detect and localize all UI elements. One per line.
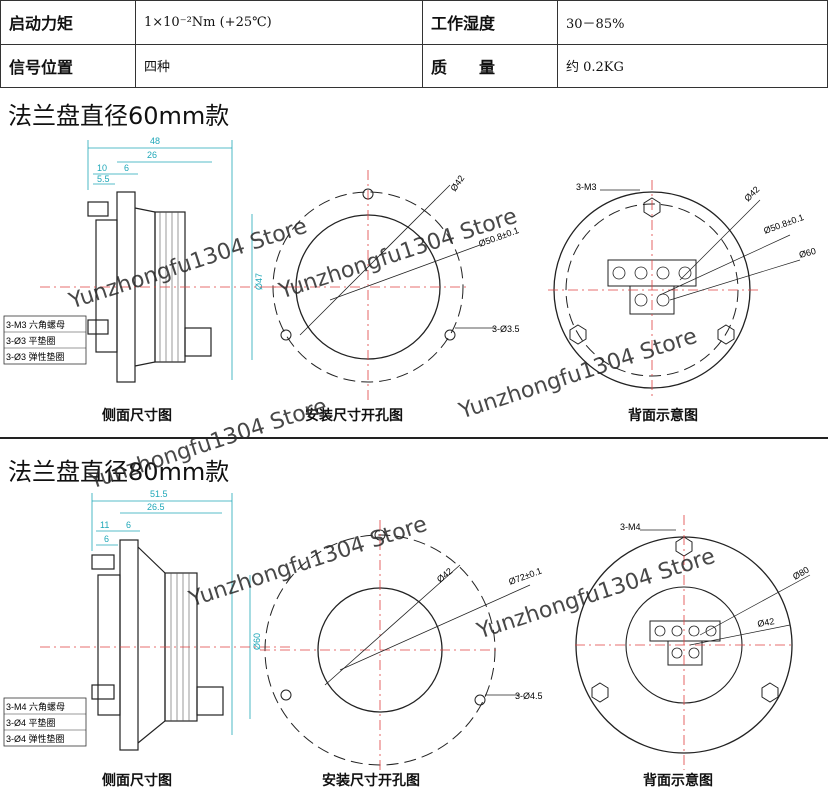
dim-label: Ø47	[254, 273, 264, 290]
spec-key: 启动力矩	[0, 0, 136, 45]
caption-side-80: 侧面尺寸图	[102, 773, 172, 789]
spec-value: 30－85%	[557, 0, 828, 45]
dim-label: 48	[150, 136, 160, 146]
dim-label: Ø42	[742, 184, 761, 203]
spec-key: 质 量	[422, 43, 558, 88]
back-view-80	[575, 515, 811, 770]
back-view-60	[548, 180, 801, 400]
caption-side-60: 侧面尺寸图	[102, 408, 172, 424]
dim-label: Ø42	[435, 566, 454, 585]
mount-view-80	[260, 520, 531, 770]
dim-label: Ø72±0.1	[507, 566, 543, 587]
dim-label: 26.5	[147, 502, 165, 512]
dim-label: 26	[147, 150, 157, 160]
dim-label: Ø80	[791, 565, 811, 582]
dim-label: Ø60	[252, 633, 262, 650]
caption-mount-60: 安装尺寸开孔图	[305, 408, 403, 424]
legend-item: 3-M3 六角螺母	[6, 319, 65, 330]
side-view-80	[91, 539, 224, 751]
mount-view-60	[270, 170, 495, 400]
dim-label: 3-Ø3.5	[492, 324, 520, 334]
legend-item: 3-M4 六角螺母	[6, 701, 65, 712]
dim-label: 10	[97, 163, 107, 173]
spec-value: 四种	[135, 43, 423, 88]
diagram-80: 51.5 26.5 11 6 6 Ø60 3-M4 六角螺母 3-Ø4 平垫圈 …	[3, 489, 811, 770]
spec-value: 约 0.2KG	[557, 43, 828, 88]
dim-label: 3-M3	[576, 182, 597, 192]
dim-label: 3-M4	[620, 522, 641, 532]
caption-back-60: 背面示意图	[628, 408, 698, 424]
diagram-60: 48 26 10 6 5.5 Ø47 3-M3 六角螺母 3-Ø3 平垫圈 3-…	[3, 136, 817, 400]
dim-label: 11	[100, 520, 109, 530]
dim-label: 51.5	[150, 489, 168, 499]
dim-label: 6	[104, 534, 109, 544]
dim-label: 6	[126, 520, 131, 530]
spec-value: 1×10⁻²Nm (+25℃)	[135, 0, 423, 45]
spec-key: 工作湿度	[422, 0, 558, 45]
spec-table: 启动力矩 1×10⁻²Nm (+25℃) 工作湿度 30－85% 信号位置 四种…	[0, 0, 828, 88]
dim-label: Ø50.8±0.1	[762, 212, 805, 236]
spec-key: 信号位置	[0, 43, 136, 88]
section-title-60: 法兰盘直径60mm款	[8, 102, 230, 130]
legend-item: 3-Ø4 平垫圈	[6, 717, 56, 728]
caption-back-80: 背面示意图	[643, 773, 713, 789]
legend-item: 3-Ø4 弹性垫圈	[6, 733, 65, 744]
dim-label: Ø42	[448, 173, 466, 193]
dim-label: Ø50.8±0.1	[477, 225, 520, 249]
section-divider	[0, 437, 828, 439]
dim-label: Ø42	[757, 616, 775, 629]
parts-legend-80: 3-M4 六角螺母 3-Ø4 平垫圈 3-Ø4 弹性垫圈	[3, 697, 87, 747]
legend-item: 3-Ø3 弹性垫圈	[6, 351, 65, 362]
dim-label: 5.5	[97, 174, 110, 184]
side-view-60	[87, 191, 212, 383]
caption-mount-80: 安装尺寸开孔图	[322, 773, 420, 789]
legend-item: 3-Ø3 平垫圈	[6, 335, 56, 346]
dim-label: 6	[124, 163, 129, 173]
dim-label: 3-Ø4.5	[515, 691, 543, 701]
dim-label: Ø60	[798, 246, 817, 260]
section-title-80: 法兰盘直径80mm款	[8, 458, 230, 486]
parts-legend-60: 3-M3 六角螺母 3-Ø3 平垫圈 3-Ø3 弹性垫圈	[3, 315, 87, 365]
